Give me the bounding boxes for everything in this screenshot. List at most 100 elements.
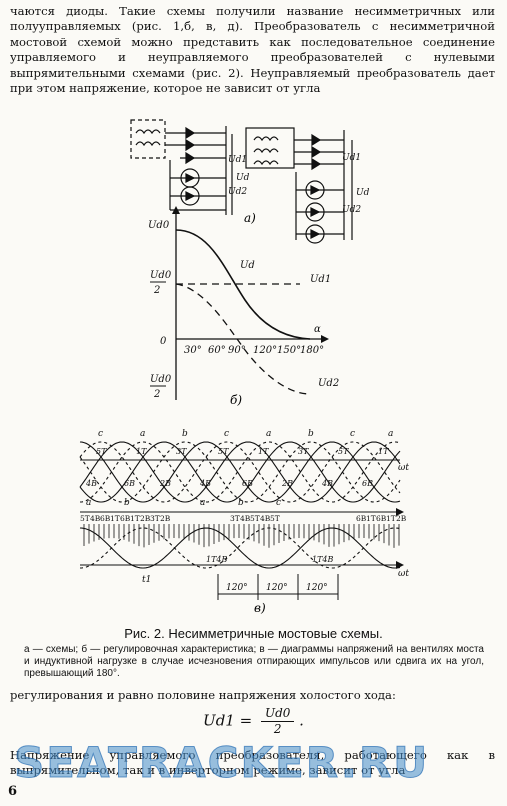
phase-wave: [79, 441, 401, 503]
svg-text:60°: 60°: [208, 345, 226, 356]
svg-text:b: b: [308, 429, 314, 439]
svg-text:6B: 6B: [362, 479, 373, 488]
svg-text:5T: 5T: [250, 514, 260, 523]
svg-text:2B: 2B: [160, 514, 171, 523]
phase-wave: [79, 527, 401, 569]
svg-text:3T: 3T: [150, 514, 160, 523]
svg-text:120°: 120°: [226, 583, 248, 593]
svg-text:2B: 2B: [140, 514, 151, 523]
formula-trailing: .: [299, 711, 304, 730]
svg-text:c: c: [224, 429, 229, 439]
svg-text:1T: 1T: [378, 447, 389, 456]
graph-v: ωt ωt c a b c a b c a 5T 1T 3T 5T 1T 3T …: [79, 429, 409, 615]
svg-text:Ud0: Ud0: [150, 270, 172, 281]
svg-text:b: b: [238, 498, 244, 508]
interval-markers: [217, 574, 339, 600]
svg-text:Ud1: Ud1: [228, 155, 247, 165]
svg-text:c: c: [350, 429, 355, 439]
svg-text:90°: 90°: [228, 345, 246, 356]
svg-text:1T: 1T: [386, 514, 396, 523]
svg-text:6B: 6B: [356, 514, 367, 523]
svg-text:1T: 1T: [258, 447, 269, 456]
svg-text:2B: 2B: [159, 479, 171, 488]
svg-text:Ud1: Ud1: [310, 274, 331, 285]
graph-b: Ud0 Ud0 2 0 Ud0 2 Ud Ud1 Ud2 α 30° 60° 9…: [148, 206, 339, 407]
label-b: б): [230, 393, 242, 407]
svg-text:120°: 120°: [253, 345, 277, 356]
caption-text: а — схемы; б — регулировочная характерис…: [24, 644, 484, 680]
label-a: а): [244, 211, 256, 225]
svg-text:1T: 1T: [136, 447, 147, 456]
formula-intro: регулирования и равно половине напряжени…: [10, 688, 495, 703]
bottom-paragraph-text: Напряжение управляемого преобразователя,…: [10, 748, 495, 778]
svg-text:1T: 1T: [130, 514, 140, 523]
svg-text:ωt: ωt: [398, 463, 409, 473]
svg-text:ωt: ωt: [398, 569, 409, 579]
phase-wave: [79, 441, 401, 503]
svg-text:180°: 180°: [300, 345, 324, 356]
svg-text:Ud2: Ud2: [228, 187, 247, 197]
svg-text:b: b: [124, 498, 130, 508]
svg-text:120°: 120°: [266, 583, 288, 593]
svg-text:3T: 3T: [298, 447, 309, 456]
svg-text:2: 2: [153, 285, 160, 296]
svg-text:1T4B: 1T4B: [312, 555, 334, 564]
svg-text:Ud: Ud: [240, 260, 255, 271]
top-paragraph: чаются диоды. Такие схемы получили назва…: [10, 4, 495, 96]
svg-text:a: a: [140, 429, 145, 439]
formula-fraction: Ud0 2: [260, 706, 295, 737]
page-number: 6: [8, 784, 18, 799]
svg-text:1T4B: 1T4B: [206, 555, 228, 564]
figure-2: Ud1 Ud Ud2 Ud1 Ud Ud2 а): [79, 119, 409, 615]
svg-text:Ud2: Ud2: [318, 378, 339, 389]
formula-numerator: Ud0: [260, 706, 295, 722]
label-v: в): [254, 601, 266, 615]
svg-text:6B: 6B: [376, 514, 387, 523]
svg-text:30°: 30°: [184, 345, 202, 356]
svg-text:Ud1: Ud1: [342, 153, 361, 163]
svg-text:c: c: [276, 498, 281, 508]
svg-text:4B: 4B: [199, 479, 211, 488]
svg-text:4B: 4B: [85, 479, 97, 488]
svg-text:1T: 1T: [366, 514, 376, 523]
svg-text:c: c: [98, 429, 103, 439]
schematic-left: [130, 119, 233, 215]
svg-text:Ud2: Ud2: [342, 205, 361, 215]
svg-text:1T: 1T: [110, 514, 120, 523]
phase-wave: [79, 441, 401, 503]
svg-text:6B: 6B: [124, 479, 135, 488]
formula-intro-text: регулирования и равно половине напряжени…: [10, 688, 396, 702]
svg-text:Ud0: Ud0: [148, 220, 170, 231]
svg-text:0: 0: [160, 336, 167, 347]
svg-text:150°: 150°: [277, 345, 301, 356]
formula-denominator: 2: [273, 722, 282, 736]
svg-text:a: a: [200, 498, 205, 508]
svg-text:2B: 2B: [396, 514, 407, 523]
svg-text:Ud: Ud: [356, 188, 370, 198]
svg-text:5T: 5T: [80, 514, 90, 523]
svg-text:120°: 120°: [306, 583, 328, 593]
phase-wave: [79, 441, 401, 503]
svg-text:6B: 6B: [242, 479, 253, 488]
svg-text:6B: 6B: [120, 514, 131, 523]
phase-wave: [79, 441, 401, 503]
svg-text:5T: 5T: [270, 514, 280, 523]
formula-lhs: Ud1 =: [203, 711, 253, 730]
svg-text:a: a: [86, 498, 91, 508]
schematic-left-labels: Ud1 Ud Ud2: [228, 155, 250, 197]
svg-text:4B: 4B: [240, 514, 251, 523]
top-paragraph-text: чаются диоды. Такие схемы получили назва…: [10, 4, 495, 96]
svg-text:a: a: [266, 429, 271, 439]
svg-text:3T: 3T: [230, 514, 240, 523]
svg-text:Ud0: Ud0: [150, 374, 172, 385]
svg-text:Ud: Ud: [236, 173, 250, 183]
phase-wave: [79, 441, 401, 503]
svg-text:b: b: [182, 429, 188, 439]
formula: Ud1 = Ud0 2 .: [0, 706, 507, 737]
svg-text:4B: 4B: [90, 514, 101, 523]
bottom-paragraph: Напряжение управляемого преобразователя,…: [10, 748, 495, 779]
svg-text:α: α: [314, 324, 321, 335]
svg-text:4B: 4B: [260, 514, 271, 523]
schematic-right: [245, 127, 353, 244]
svg-text:a: a: [388, 429, 393, 439]
